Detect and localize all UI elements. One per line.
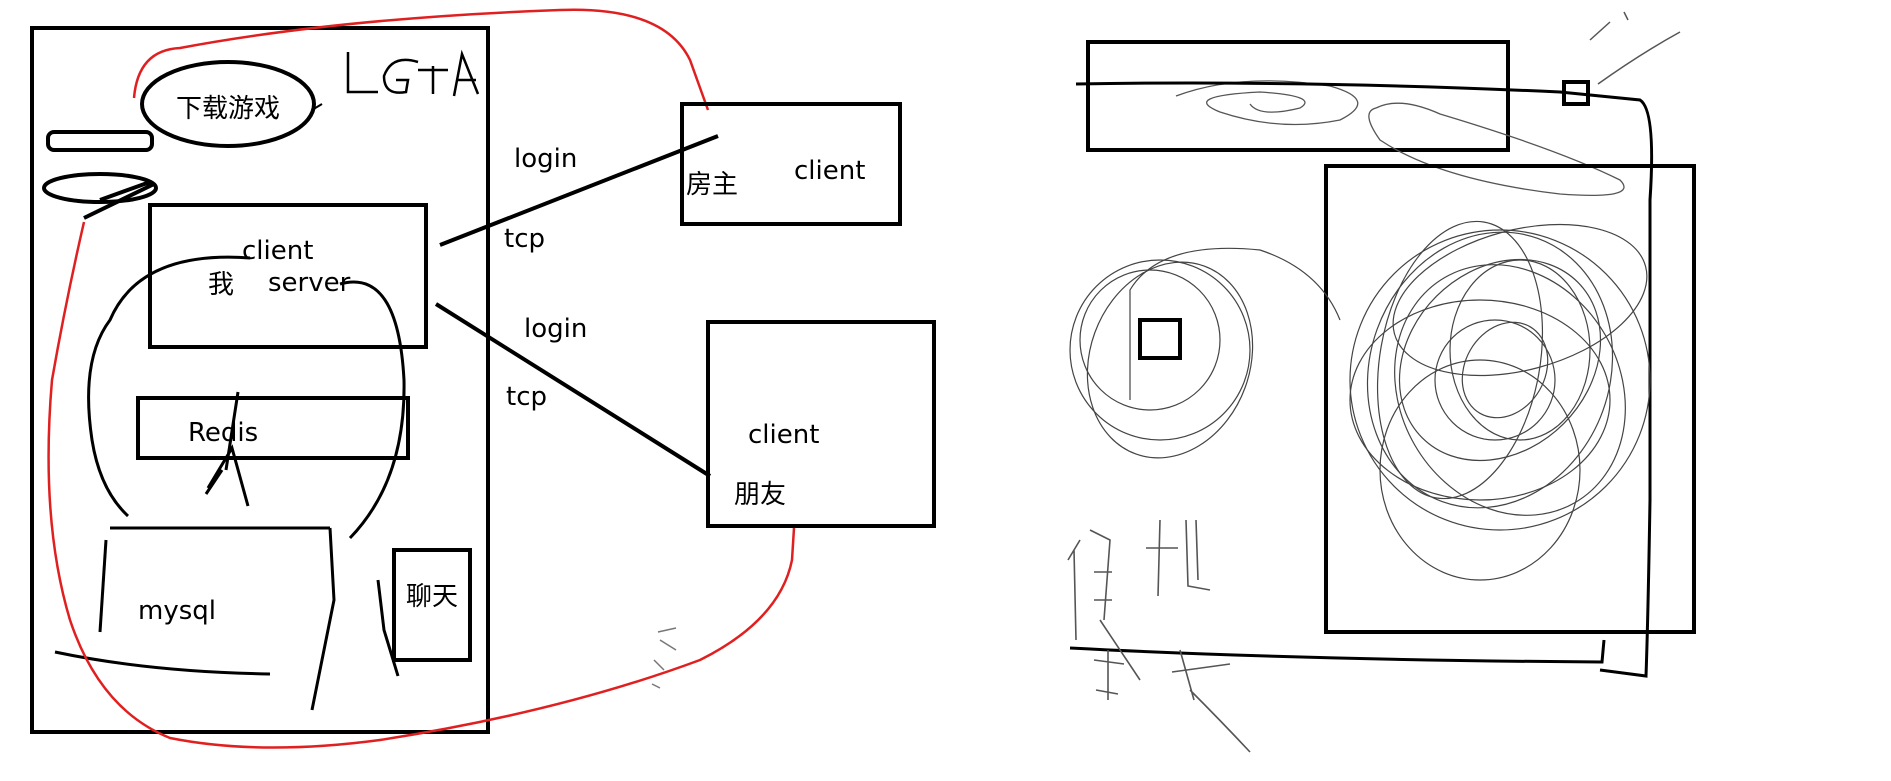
- top-tcp-label: tcp: [504, 224, 545, 254]
- my-box-server-label: server: [268, 268, 351, 298]
- scribbled-oval: [42, 172, 158, 204]
- small-bar[interactable]: [46, 130, 154, 152]
- mysql-box[interactable]: [54, 526, 336, 711]
- chat-side-stroke: [376, 579, 400, 677]
- lgta-scribble: [346, 49, 480, 97]
- banner-ellipse-scribble: [1175, 80, 1625, 197]
- bottom-connector-line: [1069, 639, 1606, 664]
- top-connection-line: [439, 134, 719, 247]
- friend-label: 朋友: [734, 480, 787, 510]
- my-box-me-label: 我: [208, 270, 235, 300]
- scribble-strike: [83, 180, 155, 220]
- redis-label: Redis: [188, 418, 259, 448]
- top-login-label: login: [514, 144, 578, 174]
- oval-tick: [311, 103, 323, 111]
- red-loop: [47, 8, 796, 749]
- small-node-square[interactable]: [1562, 80, 1590, 106]
- chat-label: 聊天: [406, 582, 459, 612]
- bottom-tcp-label: tcp: [506, 382, 547, 412]
- main-panel-frame: [30, 26, 490, 734]
- redis-cross-scribble: [204, 391, 250, 507]
- square-hairlines: [1589, 11, 1681, 85]
- left-circle-scribble: [1069, 247, 1341, 459]
- chat-box[interactable]: [392, 548, 472, 662]
- mysql-label: mysql: [138, 596, 216, 626]
- bottom-login-label: login: [524, 314, 588, 344]
- download-game-oval[interactable]: [140, 60, 316, 148]
- faint-scribble: [651, 627, 677, 689]
- host-owner-label: 房主: [686, 170, 739, 200]
- large-scribble-box[interactable]: [1324, 164, 1696, 634]
- bottom-connection-line: [434, 302, 712, 478]
- black-loop: [87, 255, 406, 540]
- small-inner-square[interactable]: [1138, 318, 1182, 360]
- host-client-box[interactable]: [680, 102, 902, 226]
- download-game-label[interactable]: 下载游戏: [176, 94, 281, 124]
- friend-client-box[interactable]: [706, 320, 936, 528]
- dense-scribble: [1349, 220, 1651, 581]
- long-connector-line: [1075, 81, 1654, 678]
- handwritten-characters: [1067, 519, 1251, 753]
- top-banner-box[interactable]: [1086, 40, 1510, 152]
- my-box-client-label: client: [242, 236, 314, 266]
- host-client-label: client: [794, 156, 866, 186]
- redis-box[interactable]: [136, 396, 410, 460]
- friend-client-label: client: [748, 420, 820, 450]
